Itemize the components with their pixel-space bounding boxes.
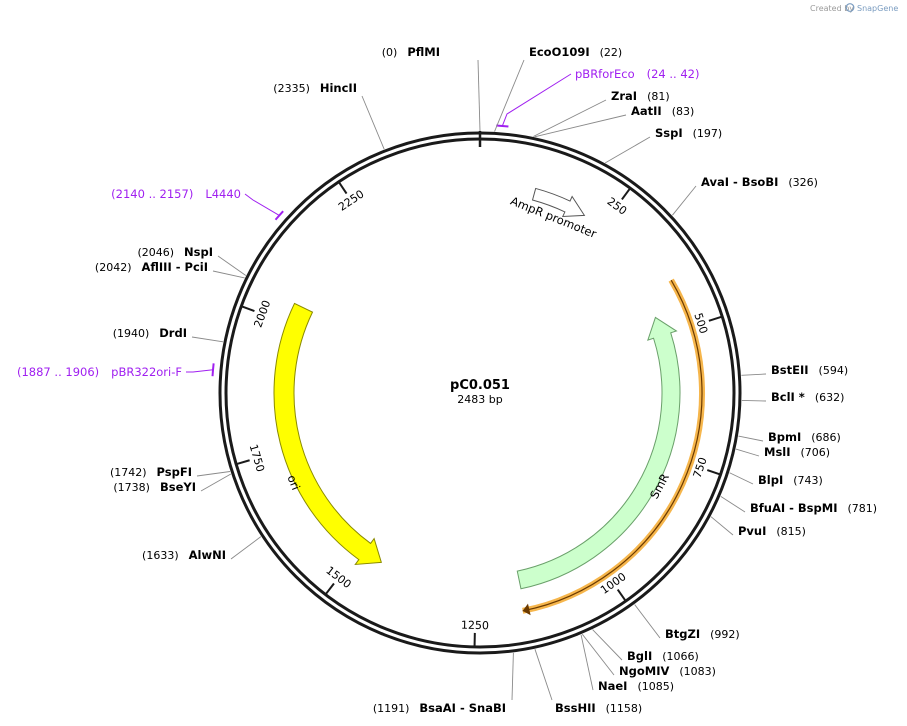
enzyme-leader <box>634 604 661 639</box>
enzyme-leader <box>217 255 247 276</box>
enzyme-label-alwni[interactable]: (1633)AlwNI <box>142 548 226 562</box>
tick-mark <box>235 459 250 466</box>
enzyme-label-bpmi[interactable]: BpmI(686) <box>768 430 841 444</box>
plasmid-name: pC0.051 <box>450 378 510 393</box>
enzyme-leader <box>672 185 697 216</box>
orange-highlight-layer <box>522 278 705 616</box>
primer-leader <box>501 73 572 127</box>
enzyme-leader <box>200 473 232 492</box>
feature-ori[interactable] <box>273 302 382 566</box>
tick-label: 500 <box>691 311 710 335</box>
enzyme-label-btgzi[interactable]: BtgZI(992) <box>665 627 740 641</box>
primer-layer: pBRforEco(24 .. 42) (2140 .. 2157)L4440 (1… <box>17 67 700 379</box>
created-by-text: Created by <box>810 4 854 13</box>
enzyme-label-bcli-[interactable]: BclI *(632) <box>771 390 844 404</box>
snapgene-logo-icon <box>845 3 855 12</box>
enzyme-leader <box>212 270 245 279</box>
enzyme-label-naei[interactable]: NaeI(1085) <box>598 679 674 693</box>
tick-label: 2250 <box>336 187 367 213</box>
tick-label: 750 <box>691 456 710 480</box>
enzyme-leader <box>477 59 481 132</box>
enzyme-leader <box>580 634 594 691</box>
primer-bar <box>274 210 284 221</box>
enzyme-label-pflmi[interactable]: (0)PflMI <box>382 45 440 59</box>
enzyme-layer: (0)PflMI EcoO109I(22) ZraI(81)AatII(83) Ssp… <box>95 45 877 715</box>
enzyme-label-sspi[interactable]: SspI(197) <box>655 126 722 140</box>
tick-mark <box>240 305 255 312</box>
enzyme-label-zrai[interactable]: ZraI(81) <box>611 89 670 103</box>
enzyme-leader <box>729 472 754 485</box>
orange-arc-arrow <box>522 603 531 616</box>
enzyme-label-bseyi[interactable]: (1738)BseYI <box>113 480 196 494</box>
tick-label: 1750 <box>247 443 267 474</box>
feature-ampr-promoter[interactable] <box>531 187 586 217</box>
enzyme-leader <box>741 373 767 376</box>
enzyme-leader <box>494 59 525 132</box>
enzyme-leader <box>738 435 764 442</box>
tick-mark <box>708 315 723 322</box>
enzyme-label-blpi[interactable]: BlpI(743) <box>758 473 823 487</box>
enzyme-leader <box>592 629 623 661</box>
snapgene-brand: SnapGene <box>857 4 898 13</box>
enzyme-label-hincii[interactable]: (2335)HincII <box>273 81 357 95</box>
enzyme-leader <box>605 136 651 164</box>
primer-leader <box>186 369 214 373</box>
enzyme-leader <box>361 95 385 150</box>
tick-label: 250 <box>605 195 630 218</box>
enzyme-label-pvui[interactable]: PvuI(815) <box>738 524 806 538</box>
tick-mark <box>616 588 627 602</box>
enzyme-label-bgli[interactable]: BglI(1066) <box>627 649 699 663</box>
enzyme-leader <box>534 649 553 701</box>
orange-arc-line <box>522 279 703 612</box>
enzyme-label-msli[interactable]: MslI(706) <box>764 445 830 459</box>
tick-mark <box>337 181 348 195</box>
tick-mark <box>324 582 335 596</box>
enzyme-label-bsshii[interactable]: BssHII(1158) <box>555 701 642 715</box>
tick-mark <box>621 187 631 201</box>
enzyme-leader <box>581 633 615 676</box>
tick-mark <box>706 469 721 476</box>
enzyme-label-avai-bsobi[interactable]: AvaI - BsoBI(326) <box>701 175 818 189</box>
enzyme-label-ngomiv[interactable]: NgoMIV(1083) <box>619 664 716 678</box>
enzyme-leader <box>511 652 514 701</box>
enzyme-leader <box>196 471 231 477</box>
primer-leader <box>244 193 280 216</box>
enzyme-label-bsteii[interactable]: BstEII(594) <box>771 363 848 377</box>
enzyme-label-ecoo109i[interactable]: EcoO109I(22) <box>529 45 622 59</box>
enzyme-leader <box>533 99 607 137</box>
primer-label-pbrforeco[interactable]: pBRforEco(24 .. 42) <box>575 67 700 81</box>
enzyme-leader <box>735 448 760 457</box>
enzyme-label-bfuai-bspmi[interactable]: BfuAI - BspMI(781) <box>750 501 877 515</box>
primer-label-pbr322ori-f[interactable]: (1887 .. 1906)pBR322ori-F <box>17 365 182 379</box>
primer-label-l4440[interactable]: (2140 .. 2157)L4440 <box>111 187 241 201</box>
feature-smr[interactable] <box>516 316 681 590</box>
tick-label: 1250 <box>461 619 489 633</box>
enzyme-leader <box>191 336 224 343</box>
enzyme-leader <box>741 400 767 402</box>
enzyme-label-pspfi[interactable]: (1742)PspFI <box>110 465 192 479</box>
tick-label: 1500 <box>323 564 353 591</box>
enzyme-leader <box>720 495 746 513</box>
enzyme-label-nspi[interactable]: (2046)NspI <box>137 245 213 259</box>
enzyme-leader <box>534 114 627 138</box>
enzyme-label-aatii[interactable]: AatII(83) <box>631 104 694 118</box>
tick-label: 2000 <box>252 299 274 330</box>
enzyme-leader <box>710 516 734 536</box>
enzyme-label-bsaai-snabi[interactable]: (1191)BsaAI - SnaBI <box>373 701 506 715</box>
enzyme-label-afliii-pcii[interactable]: (2042)AflIII - PciI <box>95 260 208 274</box>
feature-label-ori: ori <box>284 473 303 492</box>
enzyme-leader <box>230 536 262 560</box>
plasmid-length: 2483 bp <box>457 393 502 406</box>
enzyme-label-drdi[interactable]: (1940)DrdI <box>113 326 187 340</box>
